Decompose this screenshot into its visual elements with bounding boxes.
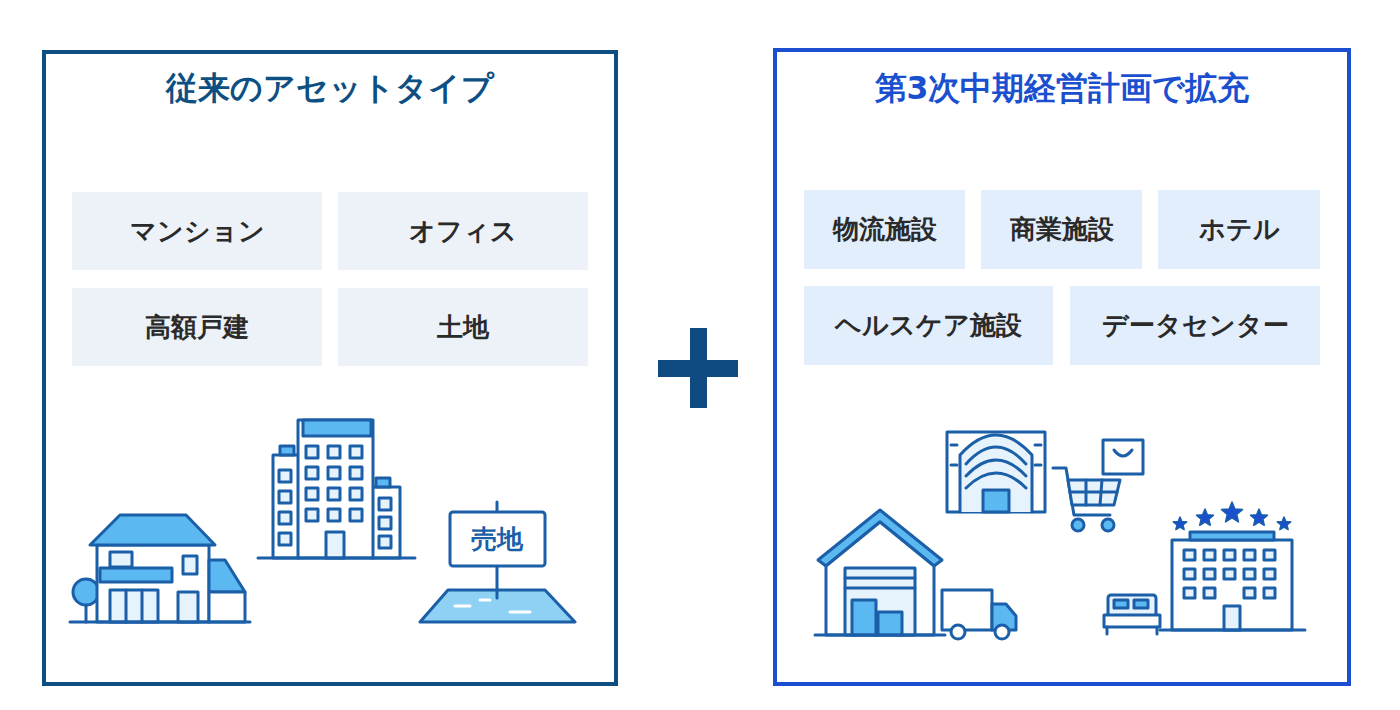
bed-icon [1104, 595, 1160, 634]
window [1264, 550, 1275, 560]
asset-type-label: 土地 [437, 310, 489, 345]
window [1244, 550, 1255, 560]
truck-icon [942, 590, 1016, 639]
window [1184, 569, 1195, 579]
window [1244, 588, 1255, 598]
asset-chip: ヘルスケア施設 [804, 286, 1053, 365]
asset-panel: 従来のアセットタイプマンション オフィス高額戸建 土地 [42, 50, 618, 686]
asset-chip: ホテル [1158, 190, 1320, 269]
asset-type-label: ホテル [1199, 212, 1280, 247]
asset-chip: 物流施設 [804, 190, 965, 269]
mall-icon [947, 432, 1045, 512]
window [306, 488, 318, 500]
window [350, 446, 362, 458]
window [328, 488, 340, 500]
panel-title: 従来のアセットタイプ [46, 68, 614, 110]
window [350, 509, 362, 521]
window [1264, 569, 1275, 579]
asset-type-label: 物流施設 [833, 212, 937, 247]
house-icon [70, 515, 250, 622]
window [279, 512, 291, 524]
window [306, 509, 318, 521]
window [279, 491, 291, 503]
asset-chip: 高額戸建 [72, 288, 322, 366]
window [1204, 550, 1215, 560]
asset-type-label: 商業施設 [1010, 212, 1114, 247]
asset-chip: マンション [72, 192, 322, 270]
hotel-icon [1160, 502, 1305, 630]
asset-type-label: 高額戸建 [145, 310, 249, 345]
star [1222, 502, 1243, 522]
land-sign-icon [420, 502, 575, 622]
star [1277, 517, 1290, 530]
asset-type-label: データセンター [1102, 308, 1289, 343]
asset-type-label: マンション [130, 214, 265, 249]
asset-chip: 商業施設 [981, 190, 1142, 269]
asset-panel: 第3次中期経営計画で拡充物流施設 商業施設 ホテルヘルスケア施設 データセンター [773, 48, 1351, 686]
window [350, 488, 362, 500]
window [1224, 569, 1235, 579]
window [1224, 550, 1235, 560]
window [350, 467, 362, 479]
window [379, 517, 391, 529]
window [1244, 569, 1255, 579]
window [328, 467, 340, 479]
plus-symbol [658, 328, 738, 408]
window [328, 446, 340, 458]
window [279, 470, 291, 482]
asset-chip: オフィス [338, 192, 588, 270]
asset-type-label: オフィス [409, 214, 517, 249]
window [379, 536, 391, 548]
window [1264, 588, 1275, 598]
panel-title: 第3次中期経営計画で拡充 [777, 68, 1347, 110]
window [279, 533, 291, 545]
window [1204, 588, 1215, 598]
window [306, 467, 318, 479]
window [306, 446, 318, 458]
window [379, 498, 391, 510]
star [1250, 509, 1267, 525]
sign-label: 売地 [469, 525, 525, 554]
window [328, 509, 340, 521]
asset-type-label: ヘルスケア施設 [835, 308, 1022, 343]
window [1184, 588, 1195, 598]
warehouse-icon [815, 510, 945, 635]
shopping-cart-icon [1053, 440, 1143, 531]
office-building-icon [258, 420, 415, 558]
window [1204, 569, 1215, 579]
window [1184, 550, 1195, 560]
asset-chip: 土地 [338, 288, 588, 366]
asset-chip: データセンター [1070, 286, 1320, 365]
star [1196, 509, 1213, 525]
star [1173, 517, 1186, 530]
